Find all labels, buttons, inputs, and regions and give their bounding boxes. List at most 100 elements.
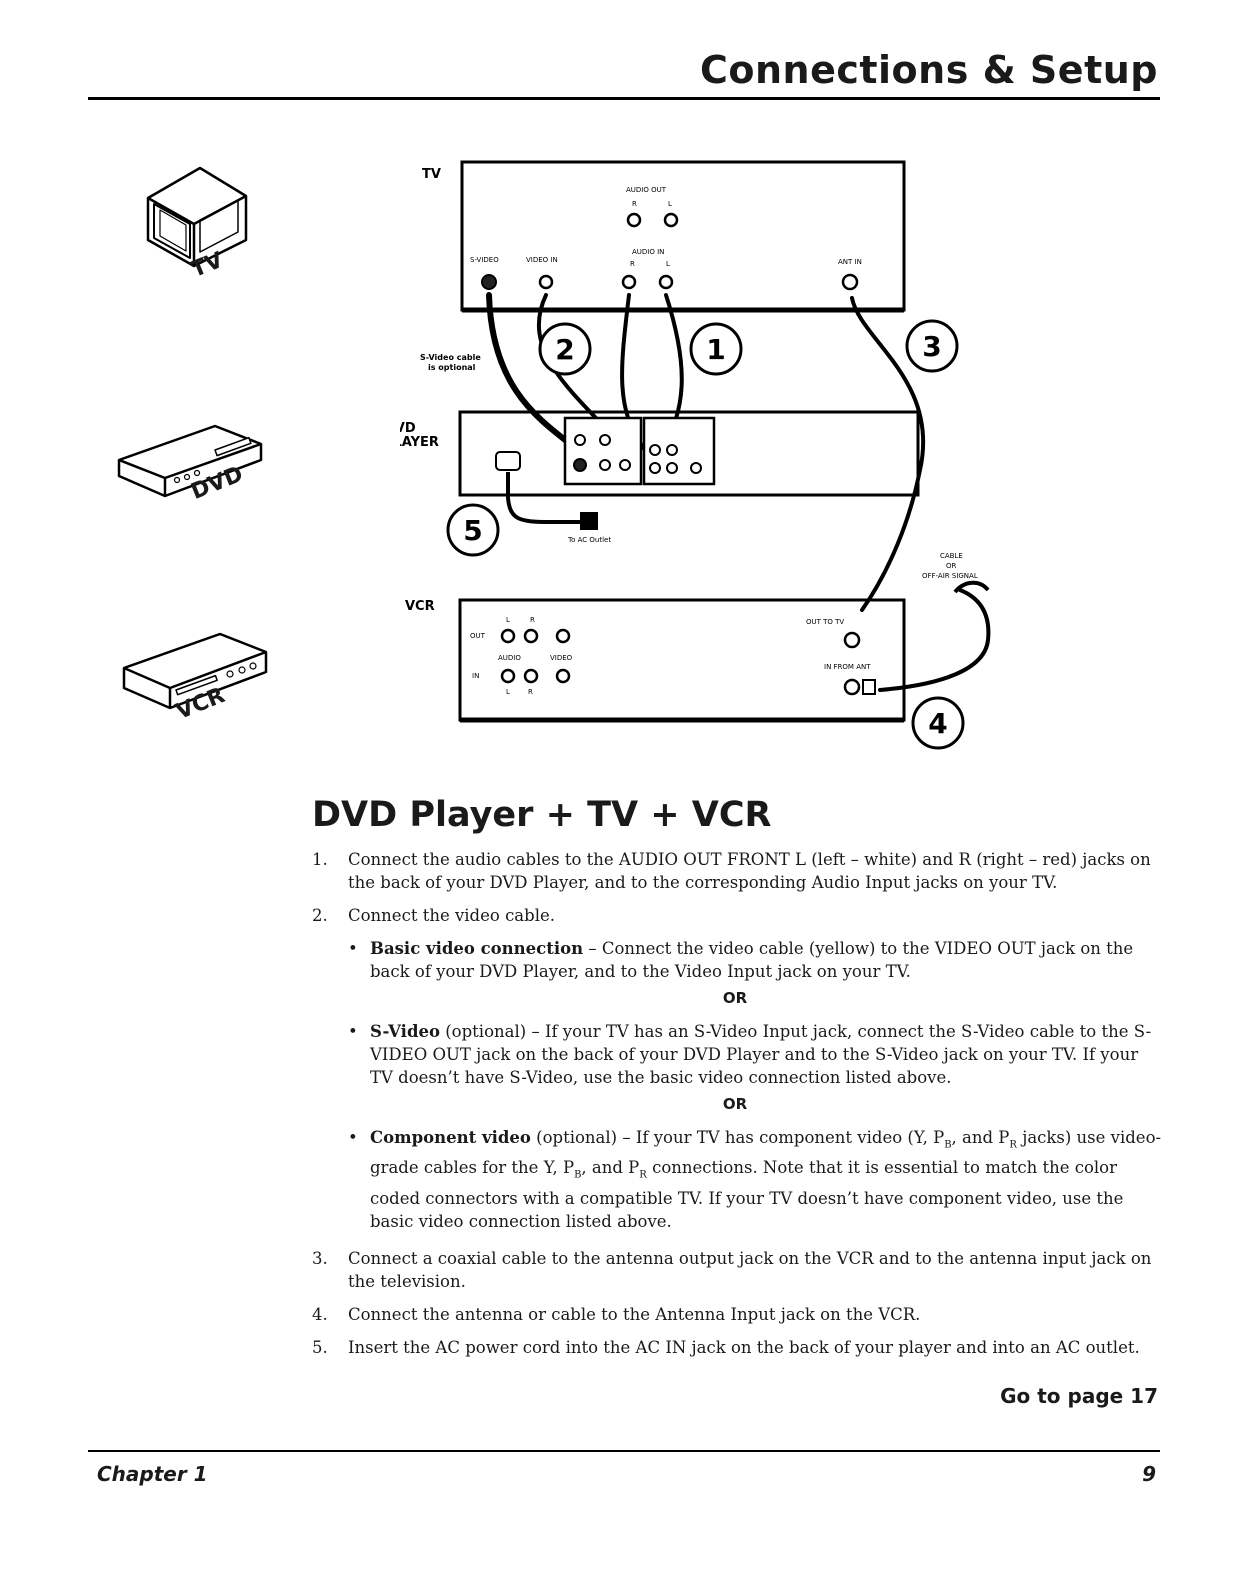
bullet-text: jacks) use video-grade cables for the Y,… (370, 1128, 1162, 1178)
dvd-output-block-1 (563, 416, 643, 486)
bullet-title: S-Video (370, 1022, 440, 1041)
vcr-out-label: OUT (470, 632, 486, 640)
step-5: 5. Insert the AC power cord into the AC … (312, 1336, 1162, 1359)
tv-audio-in-label: AUDIO IN (632, 248, 664, 256)
dvd-ac-in-jack (495, 451, 521, 471)
section-title: DVD Player + TV + VCR (312, 795, 772, 835)
bullet-icon: • (348, 1128, 358, 1147)
step-number: 1. (312, 850, 328, 869)
tv-diagram-label: TV (422, 167, 441, 182)
vcr-out-r: R (530, 616, 535, 624)
header-rule (88, 97, 1160, 100)
step-number: 2. (312, 906, 328, 925)
tv-icon (146, 166, 248, 268)
callout-2-number: 2 (555, 333, 574, 366)
vcr-in-l: L (506, 688, 510, 696)
list-item: • Component video (optional) – If your T… (348, 1126, 1162, 1233)
bullet-text: – Connect the video cable (yellow) to th… (370, 939, 1134, 981)
step-4: 4. Connect the antenna or cable to the A… (312, 1303, 1162, 1326)
callout-3 (905, 319, 959, 373)
ac-power-cord (506, 472, 580, 524)
step-text: Connect a coaxial cable to the antenna o… (348, 1248, 1152, 1291)
connection-diagram: TV AUDIO OUT R L AUDIO IN R L S-VIDEO VI… (400, 160, 991, 750)
bullet-text: , and P (951, 1128, 1010, 1147)
subscript: B (574, 1169, 582, 1181)
callout-3-number: 3 (922, 330, 941, 363)
out-to-tv-label: OUT TO TV (806, 618, 844, 626)
callout-1 (689, 322, 743, 376)
tv-s-video-jack (481, 274, 497, 290)
go-to-page-link[interactable]: Go to page 17 (1000, 1384, 1158, 1408)
tv-audio-out-l-jack (663, 212, 679, 228)
tv-audio-in-r: R (630, 260, 635, 268)
bullet-title: Basic video connection (370, 939, 584, 958)
list-item: • S-Video (optional) – If your TV has an… (348, 1020, 1162, 1089)
cable-label-line2: OR (946, 562, 957, 570)
vcr-in-from-ant-jack (843, 678, 861, 696)
dvd-diagram-label-1: DVD (400, 421, 416, 436)
coax-cable-tv-vcr (850, 296, 926, 612)
bullet-icon: • (348, 1022, 358, 1041)
subscript: R (1009, 1139, 1017, 1151)
footer-rule (88, 1450, 1160, 1452)
vcr-in-r: R (528, 688, 533, 696)
bullet-text: , and P (581, 1158, 640, 1178)
vcr-out-l: L (506, 616, 510, 624)
callout-4 (911, 696, 965, 750)
vcr-video-label: VIDEO (550, 654, 573, 662)
video-options-list: • Basic video connection – Connect the v… (348, 937, 1162, 1233)
footer-chapter: Chapter 1 (97, 1462, 208, 1486)
tv-audio-in-l: L (666, 260, 670, 268)
tv-ant-in-label: ANT IN (838, 258, 862, 266)
callout-1-number: 1 (706, 333, 725, 366)
tv-audio-in-l-jack (658, 274, 674, 290)
bullet-title: Component video (370, 1128, 531, 1147)
page-header-title: Connections & Setup (699, 48, 1158, 92)
or-divider: OR (722, 989, 748, 1007)
step-2: 2. Connect the video cable. • Basic vide… (312, 904, 1162, 1237)
s-video-cable (486, 292, 581, 453)
step-number: 5. (312, 1337, 328, 1357)
tv-ant-in-jack (841, 273, 859, 291)
subscript: B (944, 1139, 952, 1151)
tv-video-in-label: VIDEO IN (526, 256, 558, 264)
bullet-icon: • (348, 939, 358, 958)
tv-s-video-label: S-VIDEO (470, 256, 499, 264)
vcr-diagram-label: VCR (405, 599, 435, 614)
step-text: Insert the AC power cord into the AC IN … (348, 1337, 1140, 1357)
tv-audio-out-r: R (632, 200, 637, 208)
svideo-note-line2: is optional (428, 363, 476, 372)
cable-label-line1: CABLE (940, 552, 963, 560)
callout-2 (538, 322, 592, 376)
tv-back-panel (460, 160, 906, 312)
page-number: 9 (1142, 1462, 1156, 1486)
callout-5-number: 5 (463, 514, 482, 547)
vcr-in-label: IN (472, 672, 479, 680)
callout-4-number: 4 (928, 707, 947, 740)
bullet-text: (optional) – If your TV has an S-Video I… (370, 1022, 1152, 1087)
in-from-ant-label: IN FROM ANT (824, 663, 871, 671)
tv-video-in-jack (538, 274, 554, 290)
tv-audio-out-label: AUDIO OUT (626, 186, 667, 194)
step-number: 4. (312, 1304, 328, 1324)
dvd-player-icon (117, 424, 263, 498)
subscript: R (639, 1169, 647, 1181)
list-item: • Basic video connection – Connect the v… (348, 937, 1162, 983)
tv-audio-out-r-jack (626, 212, 642, 228)
step-text: Connect the video cable. (348, 906, 555, 925)
antenna-cable (878, 588, 991, 692)
dvd-diagram-label-2: PLAYER (400, 435, 439, 450)
tv-audio-in-r-jack (621, 274, 637, 290)
dvd-back-panel (458, 410, 920, 497)
cable-label-line3: OFF-AIR SIGNAL (922, 572, 978, 580)
vcr-icon (122, 632, 268, 710)
step-1: 1. Connect the audio cables to the AUDIO… (312, 848, 1162, 894)
callout-5 (446, 503, 500, 557)
instructions: 1. Connect the audio cables to the AUDIO… (312, 848, 1162, 1369)
ac-plug (580, 512, 598, 530)
vcr-out-to-tv-jack (843, 631, 861, 649)
svideo-note-line1: S-Video cable (420, 353, 481, 362)
step-text: Connect the antenna or cable to the Ante… (348, 1304, 921, 1324)
bullet-text: connections. Note that it is essential t… (370, 1158, 1124, 1231)
step-text: Connect the audio cables to the AUDIO OU… (348, 850, 1151, 892)
